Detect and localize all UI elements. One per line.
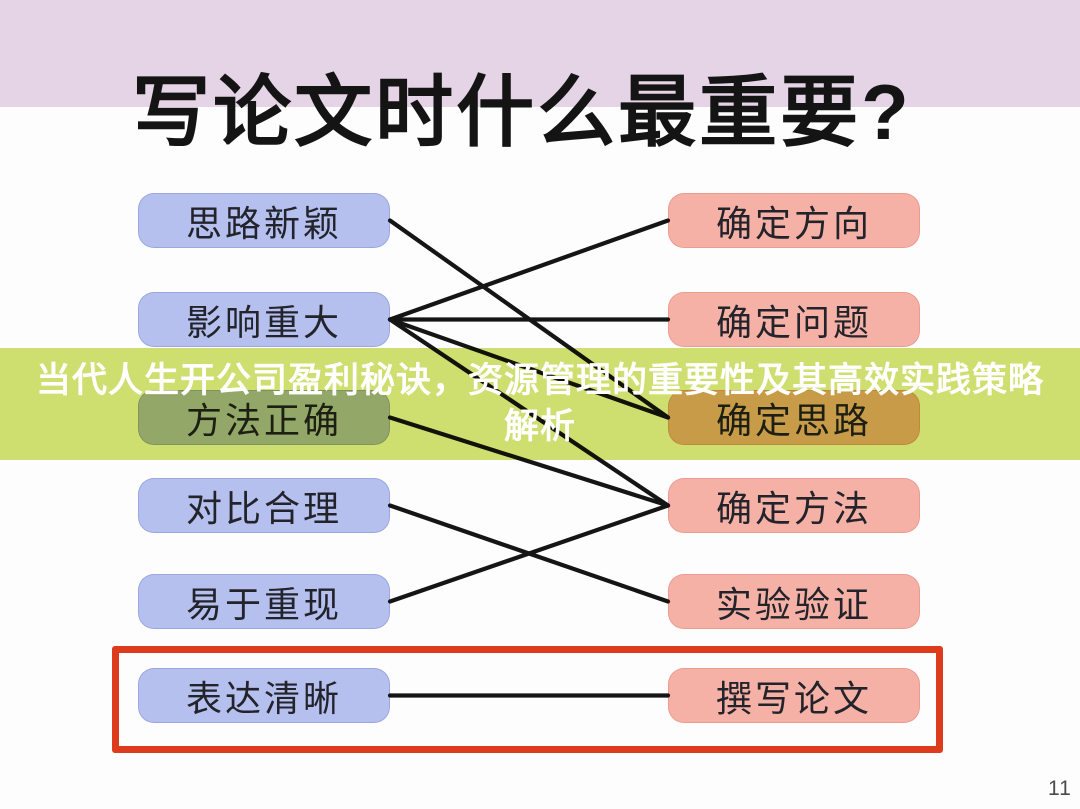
connection-line [387, 218, 671, 322]
overlay-banner-line1: 当代人生开公司盈利秘诀，资源管理的重要性及其高效实践策略 [35, 361, 1044, 400]
overlay-banner-line2: 解析 [503, 407, 576, 446]
right-item-2: 确定问题 [668, 292, 920, 347]
title-band [0, 0, 1080, 107]
right-item-5: 实验验证 [668, 574, 920, 629]
connection-line [387, 503, 671, 604]
right-item-6: 撰写论文 [668, 668, 920, 723]
right-item-1: 确定方向 [668, 193, 920, 248]
overlay-banner: 当代人生开公司盈利秘诀，资源管理的重要性及其高效实践策略 解析 [0, 348, 1080, 460]
highlight-rectangle [112, 646, 943, 753]
left-item-4: 对比合理 [138, 478, 390, 533]
left-item-1: 思路新颖 [138, 193, 390, 248]
page-number: 11 [1048, 777, 1072, 800]
left-item-5: 易于重现 [138, 574, 390, 629]
right-item-4: 确定方法 [668, 478, 920, 533]
slide-title: 写论文时什么最重要? [132, 67, 912, 156]
overlay-banner-background [0, 348, 1080, 460]
left-item-2: 影响重大 [138, 292, 390, 347]
connection-line [387, 503, 671, 604]
